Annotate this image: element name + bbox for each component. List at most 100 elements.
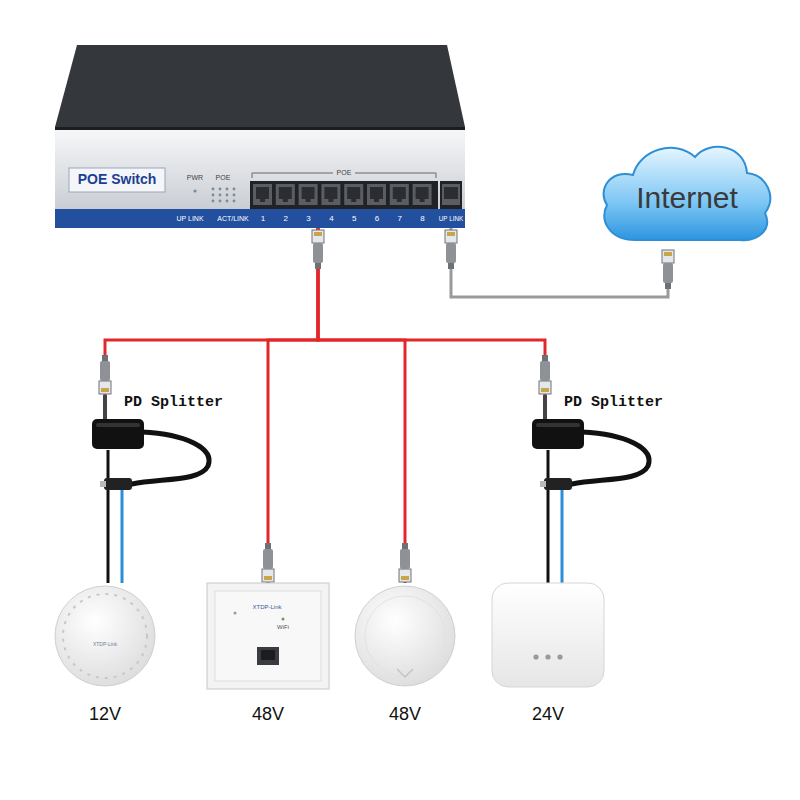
illustration-part <box>207 583 329 689</box>
cable-connector <box>105 228 318 395</box>
illustration-part <box>92 419 144 449</box>
node-label: XTDP-Link <box>93 642 117 648</box>
illustration-part <box>536 423 580 427</box>
illustration-part <box>193 189 196 192</box>
illustration-part <box>397 669 413 677</box>
illustration-part <box>324 187 337 199</box>
illustration-part <box>215 591 321 681</box>
node-label: 48V <box>389 705 421 725</box>
illustration-part <box>234 612 237 615</box>
pd-splitter: PD Splitter <box>92 395 252 450</box>
illustration-part <box>420 199 425 202</box>
dc-plug <box>104 478 132 490</box>
illustration-part <box>492 583 604 687</box>
pd-splitter: PD Splitter <box>532 395 712 450</box>
illustration-part <box>347 187 360 199</box>
illustration-part <box>226 188 229 191</box>
illustration-part <box>355 173 436 174</box>
node-label: 3 <box>306 215 310 224</box>
illustration-part <box>279 187 292 199</box>
illustration-part <box>397 199 402 202</box>
node-label: UP LINK <box>439 216 463 223</box>
rj45-plug <box>399 543 411 582</box>
illustration-part <box>604 147 771 240</box>
access-point <box>55 583 155 689</box>
illustration-part <box>252 173 333 174</box>
node-label: 5 <box>352 215 356 224</box>
node-label: WiFi <box>277 624 289 631</box>
illustration-part <box>256 187 269 199</box>
node-label: 48V <box>252 705 284 725</box>
illustration-part <box>344 184 363 205</box>
illustration-part <box>351 199 356 202</box>
illustration-part <box>55 45 465 127</box>
illustration-part <box>219 188 222 191</box>
illustration-part <box>302 187 315 199</box>
illustration-part <box>436 173 437 178</box>
illustration-part <box>543 395 547 421</box>
rj45-plug <box>99 355 111 394</box>
illustration-part <box>226 194 229 197</box>
illustration-part <box>442 184 460 205</box>
node-label: 12V <box>89 705 121 725</box>
dc-wire <box>121 490 124 583</box>
illustration-part <box>444 187 458 199</box>
illustration-part <box>253 184 272 205</box>
access-point <box>355 583 455 689</box>
illustration-part <box>532 419 584 449</box>
illustration-part <box>365 596 445 676</box>
illustration-part <box>321 184 340 205</box>
illustration-part <box>219 200 222 203</box>
dc-plug-tip <box>100 481 106 487</box>
cable-connector <box>268 228 318 583</box>
node-label: 24V <box>532 705 564 725</box>
illustration-part <box>370 187 383 199</box>
illustration-part <box>252 173 253 178</box>
illustration-part <box>299 184 318 205</box>
node-label: 2 <box>284 215 288 224</box>
illustration-part <box>440 181 462 209</box>
node-label: POE <box>216 174 231 182</box>
illustration-part <box>63 594 147 678</box>
illustration-part <box>226 200 229 203</box>
illustration-part <box>393 187 406 199</box>
illustration-part <box>557 654 562 659</box>
cable-connector <box>318 228 405 583</box>
illustration-part <box>276 184 295 205</box>
illustration-part <box>233 188 236 191</box>
node-label: 8 <box>420 215 424 224</box>
illustration-part <box>257 647 279 665</box>
illustration-part <box>55 127 465 130</box>
illustration-part <box>306 199 311 202</box>
illustration-part <box>416 187 429 199</box>
illustration-part <box>283 199 288 202</box>
dc-plug <box>544 478 572 490</box>
illustration-part <box>355 586 455 686</box>
access-point: XTDP-Link 12V <box>55 583 155 728</box>
wall-panel-ap: XTDP-LinkWiFi48V <box>205 583 331 728</box>
illustration-part <box>282 618 285 621</box>
illustration-part <box>233 194 236 197</box>
illustration-part <box>233 200 236 203</box>
illustration-part <box>212 200 215 203</box>
node-label: 1 <box>261 215 265 224</box>
illustration-part <box>55 209 465 228</box>
rj45-plug <box>539 355 551 394</box>
illustration-part <box>212 188 215 191</box>
dc-wire <box>561 490 564 583</box>
node-label: 6 <box>375 215 379 224</box>
internet-cloud: Internet <box>595 135 775 250</box>
illustration-part <box>55 586 155 686</box>
node-label: 7 <box>398 215 402 224</box>
cable-connector <box>107 450 110 583</box>
access-point <box>490 583 606 689</box>
node-label: UP LINK <box>176 215 203 223</box>
illustration-part <box>374 199 379 202</box>
rj45-plug <box>662 250 674 289</box>
cable-connector <box>318 228 545 395</box>
poe-switch: POE SwitchPWRPOEUP LINKACT/LINKPOE123456… <box>55 45 465 228</box>
node-label: POE <box>337 169 352 177</box>
illustration-part <box>212 194 215 197</box>
node-label: 4 <box>329 215 333 224</box>
